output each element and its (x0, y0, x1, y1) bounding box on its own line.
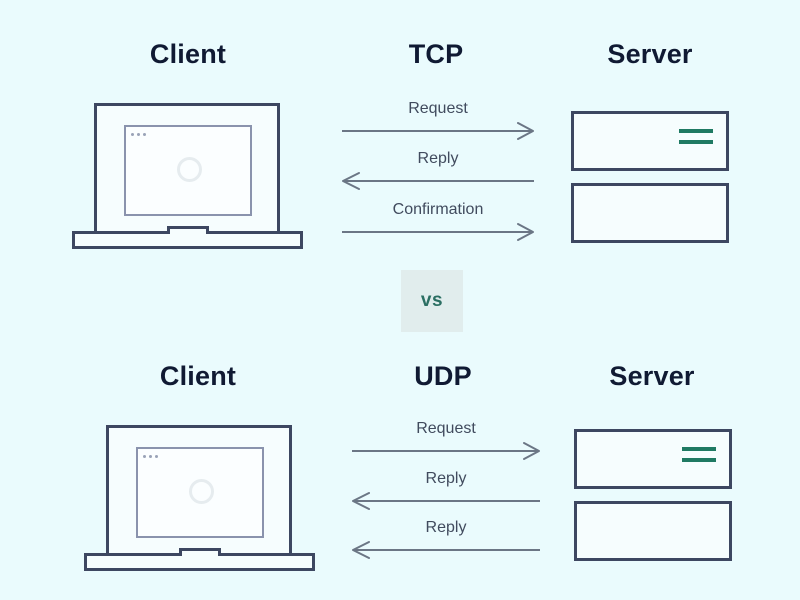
laptop-hinge-notch (167, 226, 209, 234)
server-icon-tcp (571, 111, 729, 243)
window-dots-icon (131, 133, 146, 136)
arrow-right-icon (342, 223, 534, 241)
loading-spinner-icon (177, 157, 202, 182)
server-unit-bottom (571, 183, 729, 243)
heading-protocol-udp: UDP (414, 361, 472, 391)
message-label: Request (416, 420, 476, 437)
laptop-icon-udp (84, 425, 315, 571)
heading-server-tcp: Server (607, 39, 693, 69)
arrow-right-icon (342, 122, 534, 140)
heading-protocol-tcp: TCP (408, 39, 464, 69)
arrow-right-icon (352, 442, 540, 460)
arrow-left-icon (352, 541, 540, 559)
arrow-left-icon (342, 172, 534, 190)
server-icon-udp (574, 429, 732, 561)
vs-badge: vs (401, 270, 463, 332)
laptop-icon-tcp (72, 103, 303, 249)
server-unit-bottom (574, 501, 732, 561)
message-label: Reply (425, 470, 467, 487)
message-label: Reply (425, 519, 467, 536)
loading-spinner-icon (189, 479, 214, 504)
window-dots-icon (143, 455, 158, 458)
server-status-leds-icon (682, 447, 716, 462)
heading-server-udp: Server (609, 361, 695, 391)
message-label: Request (408, 100, 468, 117)
arrow-left-icon (352, 492, 540, 510)
server-status-leds-icon (679, 129, 713, 144)
heading-client-tcp: Client (149, 39, 227, 69)
laptop-hinge-notch (179, 548, 221, 556)
heading-client-udp: Client (159, 361, 237, 391)
message-label: Reply (417, 150, 459, 167)
message-label: Confirmation (392, 201, 484, 218)
